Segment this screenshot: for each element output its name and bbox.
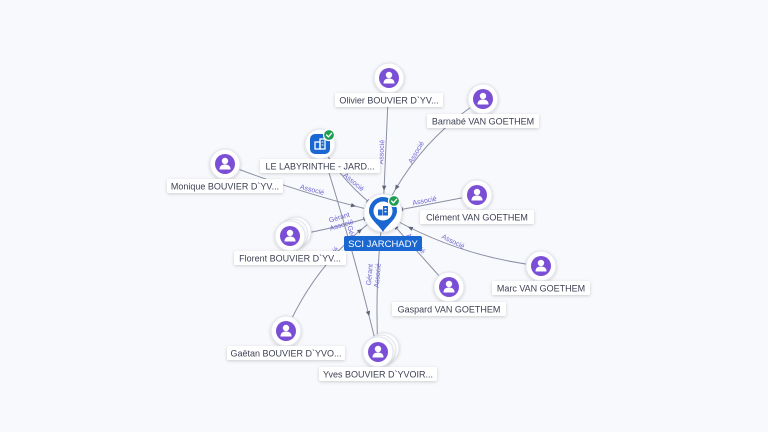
node-florent[interactable]: Florent BOUVIER D`YV... bbox=[234, 216, 346, 265]
edge-label: Gérant bbox=[366, 264, 375, 286]
center-node[interactable]: SCI JARCHADY bbox=[344, 193, 422, 251]
verified-check-icon bbox=[322, 128, 336, 142]
node-label-box bbox=[420, 210, 534, 224]
person-icon bbox=[284, 229, 296, 242]
node-label: Florent BOUVIER D`YV... bbox=[239, 254, 341, 264]
node-barnabe[interactable]: Barnabé VAN GOETHEM bbox=[427, 83, 539, 128]
edge-arrow-icon bbox=[356, 228, 363, 234]
person-icon bbox=[443, 280, 455, 293]
node-label: Gaëtan BOUVIER D`YVO... bbox=[230, 349, 341, 359]
node-label-box bbox=[335, 93, 443, 107]
center-label: SCI JARCHADY bbox=[348, 239, 418, 250]
edge-label: Associé bbox=[374, 263, 383, 288]
node-label-box bbox=[319, 367, 437, 381]
edge-label: Associé bbox=[408, 140, 427, 165]
node-label-box bbox=[427, 114, 539, 128]
node-label: LE LABYRINTHE - JARD... bbox=[265, 162, 374, 172]
node-label: Yves BOUVIER D`YVOIR... bbox=[323, 370, 433, 380]
node-label: Marc VAN GOETHEM bbox=[497, 284, 585, 294]
node-label: Monique BOUVIER D`YV... bbox=[171, 182, 279, 192]
edge-arrow-icon bbox=[350, 202, 356, 208]
person-icon bbox=[535, 259, 547, 272]
person-icon bbox=[471, 188, 483, 201]
node-gaspard[interactable]: Gaspard VAN GOETHEM bbox=[392, 271, 506, 316]
person-icon bbox=[219, 157, 231, 170]
node-label-box bbox=[234, 251, 346, 265]
node-label-box bbox=[260, 159, 380, 173]
building-icon bbox=[378, 206, 388, 216]
node-label-box bbox=[492, 281, 590, 295]
company-icon bbox=[314, 138, 326, 150]
node-label-box bbox=[167, 179, 283, 193]
edge-arrow-icon bbox=[365, 310, 371, 317]
edge-arrow-icon bbox=[395, 184, 400, 190]
node-label-box bbox=[392, 302, 506, 316]
node-label: Barnabé VAN GOETHEM bbox=[432, 117, 534, 127]
node-label: Gaspard VAN GOETHEM bbox=[398, 305, 501, 315]
node-marc[interactable]: Marc VAN GOETHEM bbox=[492, 250, 590, 295]
node-gaetan[interactable]: Gaëtan BOUVIER D`YVO... bbox=[227, 315, 345, 360]
node-labyrinthe[interactable]: LE LABYRINTHE - JARD... bbox=[260, 128, 380, 173]
center-label-box bbox=[344, 236, 422, 251]
edge-arrow-icon bbox=[382, 185, 387, 191]
node-monique[interactable]: Monique BOUVIER D`YV... bbox=[167, 148, 283, 193]
person-icon bbox=[383, 71, 395, 84]
node-label-box bbox=[227, 346, 345, 360]
verified-check-icon bbox=[387, 194, 401, 208]
edge-label: Associé bbox=[378, 140, 386, 165]
nodes-layer: Olivier BOUVIER D`YV... Barnabé VAN GOETH… bbox=[167, 62, 590, 381]
node-olivier[interactable]: Olivier BOUVIER D`YV... bbox=[335, 62, 443, 107]
person-icon bbox=[372, 345, 384, 358]
node-clement[interactable]: Clément VAN GOETHEM bbox=[420, 179, 534, 224]
edge-label: Associé bbox=[412, 196, 437, 208]
person-icon bbox=[280, 324, 292, 337]
edge-label: Associé bbox=[299, 184, 325, 197]
node-yves[interactable]: Yves BOUVIER D`YVOIR... bbox=[319, 332, 437, 381]
edge-label: Associé bbox=[342, 172, 365, 193]
edge-arrow-icon bbox=[407, 226, 414, 231]
node-label: Clément VAN GOETHEM bbox=[426, 213, 528, 223]
node-label: Olivier BOUVIER D`YV... bbox=[339, 96, 438, 106]
person-icon bbox=[477, 92, 489, 105]
